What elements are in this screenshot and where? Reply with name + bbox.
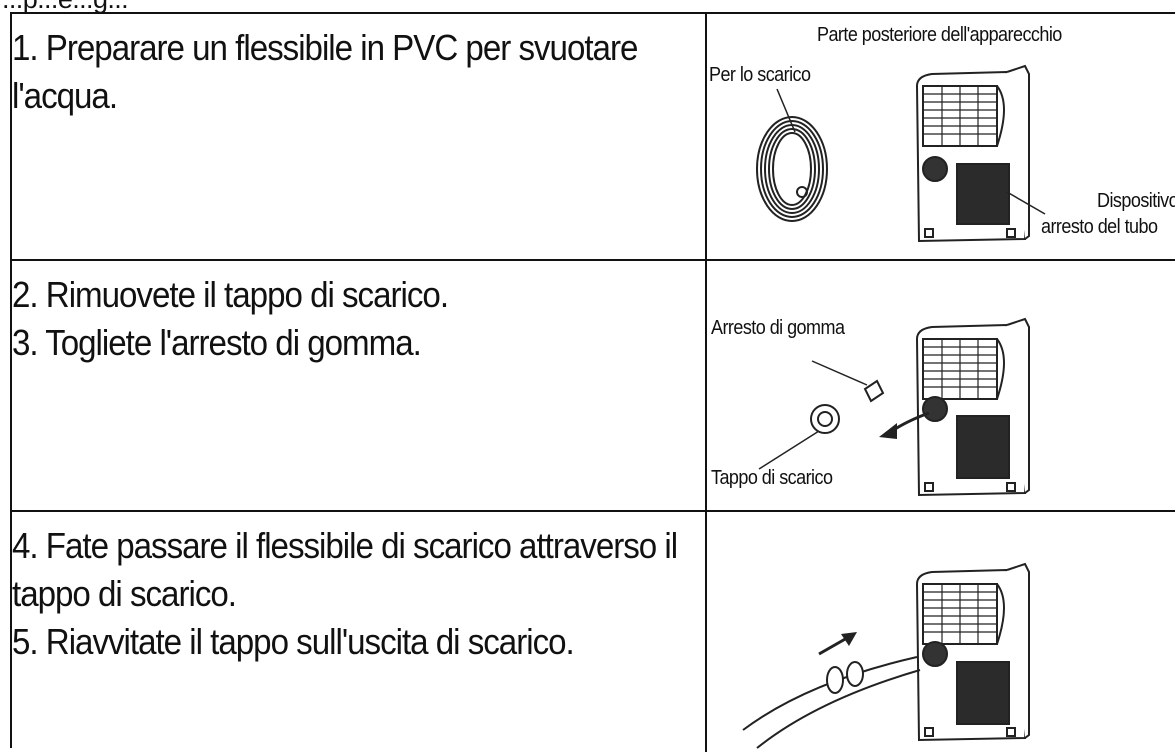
hose-and-appliance-illustration [756,64,1046,243]
label-hose-stop-line1: Dispositivo di [1097,190,1175,212]
label-rear-of-appliance: Parte posteriore dell'apparecchio [817,24,1062,46]
hose-through-cap-illustration [742,562,1030,749]
drain-cap-removal-illustration [758,317,1030,497]
figure-cell-2: Arresto di gomma Tappo di scarico [707,261,1175,510]
figure-cell-3 [707,512,1175,752]
instruction-line: 1. Preparare un flessibile in PVC per sv… [12,27,638,68]
label-for-drainage: Per lo scarico [709,64,811,86]
instruction-line: 3. Togliete l'arresto di gomma. [12,322,422,363]
instruction-row-2: 2. Rimuovete il tappo di scarico. 3. Tog… [12,261,1175,512]
instruction-line: 4. Fate passare il flessibile di scarico… [12,525,678,566]
label-hose-stop-line2: arresto del tubo [1041,216,1158,238]
instruction-text-cell-3: 4. Fate passare il flessibile di scarico… [12,512,707,752]
cropped-heading: ...p...e...g... [2,0,129,14]
label-drain-cap: Tappo di scarico [711,467,833,489]
instruction-line: l'acqua. [12,75,118,116]
instruction-row-3: 4. Fate passare il flessibile di scarico… [12,512,1175,752]
instruction-line: 2. Rimuovete il tappo di scarico. [12,274,449,315]
instruction-line: 5. Riavvitate il tappo sull'uscita di sc… [12,621,575,662]
figure-cell-1: Parte posteriore dell'apparecchio Per lo… [707,14,1175,259]
instruction-text-cell-2: 2. Rimuovete il tappo di scarico. 3. Tog… [12,261,707,510]
label-rubber-stop: Arresto di gomma [711,317,845,339]
instruction-row-1: 1. Preparare un flessibile in PVC per sv… [12,14,1175,261]
instruction-text-cell-1: 1. Preparare un flessibile in PVC per sv… [12,14,707,259]
instruction-table: 1. Preparare un flessibile in PVC per sv… [10,12,1175,752]
instruction-line: tappo di scarico. [12,573,237,614]
